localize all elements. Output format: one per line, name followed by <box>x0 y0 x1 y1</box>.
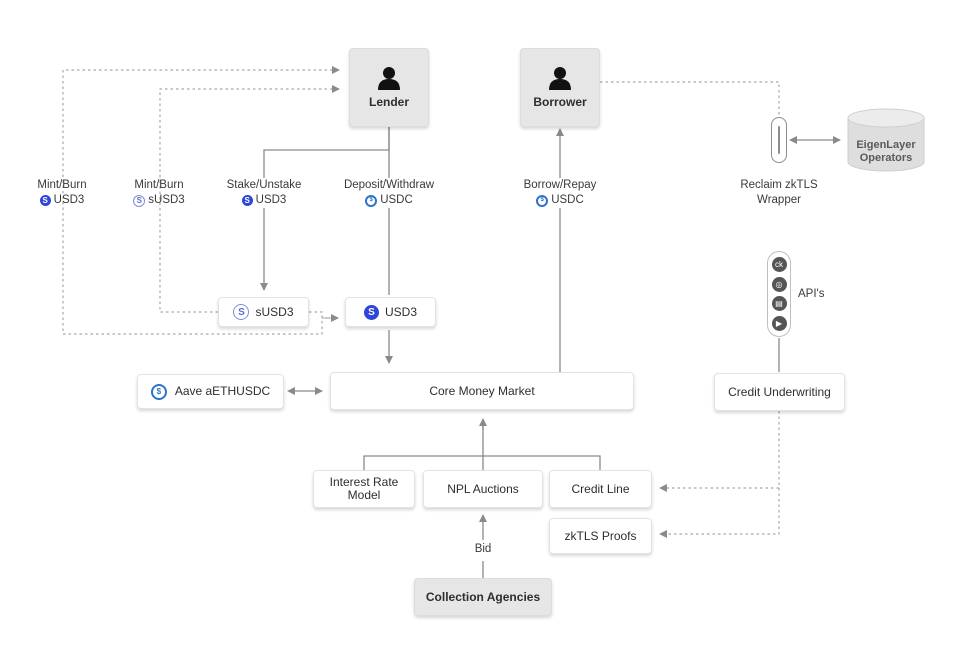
usdc-coin-icon: $ <box>150 383 167 400</box>
edge-mint-burn-usd3 <box>62 66 340 335</box>
label-token: USDC <box>551 194 584 206</box>
api-icon-card: ▤ <box>771 296 787 312</box>
edge-underwriting-creditline <box>659 411 780 492</box>
person-icon <box>549 67 571 90</box>
borrower-label: Borrower <box>533 95 587 109</box>
zktls-wrapper-icon <box>771 117 787 163</box>
label-token: sUSD3 <box>148 194 185 206</box>
susd3-node[interactable]: S sUSD3 <box>218 297 309 327</box>
label-token: USD3 <box>255 194 287 206</box>
person-icon <box>378 67 400 90</box>
label-title: Stake/Unstake <box>226 179 302 191</box>
credit-line-node[interactable]: Credit Line <box>549 470 652 508</box>
credit-underwriting-node[interactable]: Credit Underwriting <box>714 373 845 411</box>
usdc-coin-icon: $ <box>536 194 549 207</box>
susd3-coin-icon: S <box>233 304 250 320</box>
aave-node[interactable]: $ Aave aETHUSDC <box>137 374 284 409</box>
label-title: Borrow/Repay <box>523 179 597 191</box>
label-reclaim-wrapper: Reclaim zkTLS Wrapper <box>726 178 832 208</box>
label-title: Deposit/Withdraw <box>343 179 435 191</box>
lender-node[interactable]: Lender <box>349 48 429 127</box>
usd3-coin-icon: S <box>39 195 51 206</box>
credit-underwriting-label: Credit Underwriting <box>728 384 831 399</box>
aave-label: Aave aETHUSDC <box>174 384 271 398</box>
api-icon-ck: ck <box>771 256 787 272</box>
label-deposit-withdraw: Deposit/Withdraw $USDC <box>338 178 440 208</box>
npl-auctions-label: NPL Auctions <box>447 481 519 496</box>
credit-line-label: Credit Line <box>571 481 630 496</box>
edge-modules-core <box>363 420 601 470</box>
interest-rate-model-node[interactable]: Interest Rate Model <box>313 470 415 508</box>
label-token: USD3 <box>53 194 85 206</box>
label-title: Mint/Burn <box>134 179 184 191</box>
edge-underwriting-zktls <box>659 488 780 538</box>
label-borrow-repay: Borrow/Repay $USDC <box>517 178 603 208</box>
database-cylinder-icon: EigenLayer Operators <box>847 108 925 172</box>
edge-borrower-wrapper <box>600 81 780 116</box>
usdc-coin-icon: $ <box>365 194 378 207</box>
usd3-coin-icon: S <box>363 304 379 320</box>
api-icon-target: ◎ <box>771 276 787 292</box>
zktls-proofs-label: zkTLS Proofs <box>564 528 637 543</box>
edge-mint-burn-susd3 <box>159 85 340 313</box>
interest-rate-model-label: Interest Rate Model <box>329 475 399 502</box>
collection-agencies-label: Collection Agencies <box>425 589 541 604</box>
api-icons-bar: ck ◎ ▤ ▶ <box>767 251 791 337</box>
eigenlayer-label-line1: EigenLayer <box>856 139 916 151</box>
usd3-label: USD3 <box>384 304 417 319</box>
usd3-coin-icon: S <box>241 195 253 206</box>
core-money-market-node[interactable]: Core Money Market <box>330 372 634 410</box>
lender-label: Lender <box>368 95 409 109</box>
core-money-market-label: Core Money Market <box>429 383 535 398</box>
api-icon-play: ▶ <box>771 316 787 332</box>
npl-auctions-node[interactable]: NPL Auctions <box>423 470 543 508</box>
borrower-node[interactable]: Borrower <box>520 48 600 127</box>
collection-agencies-node[interactable]: Collection Agencies <box>414 578 552 616</box>
label-bid: Bid <box>468 542 498 557</box>
edge-susd3-to-usd3 <box>309 311 339 322</box>
zktls-proofs-node[interactable]: zkTLS Proofs <box>549 518 652 554</box>
usd3-node[interactable]: S USD3 <box>345 297 436 327</box>
eigenlayer-label-line2: Operators <box>860 152 913 164</box>
label-token: USDC <box>380 194 413 206</box>
label-title: Mint/Burn <box>37 179 87 191</box>
edge-stake-unstake <box>260 127 390 291</box>
susd3-label: sUSD3 <box>255 304 294 319</box>
susd3-coin-icon: S <box>133 194 146 207</box>
label-apis: API's <box>798 288 825 300</box>
